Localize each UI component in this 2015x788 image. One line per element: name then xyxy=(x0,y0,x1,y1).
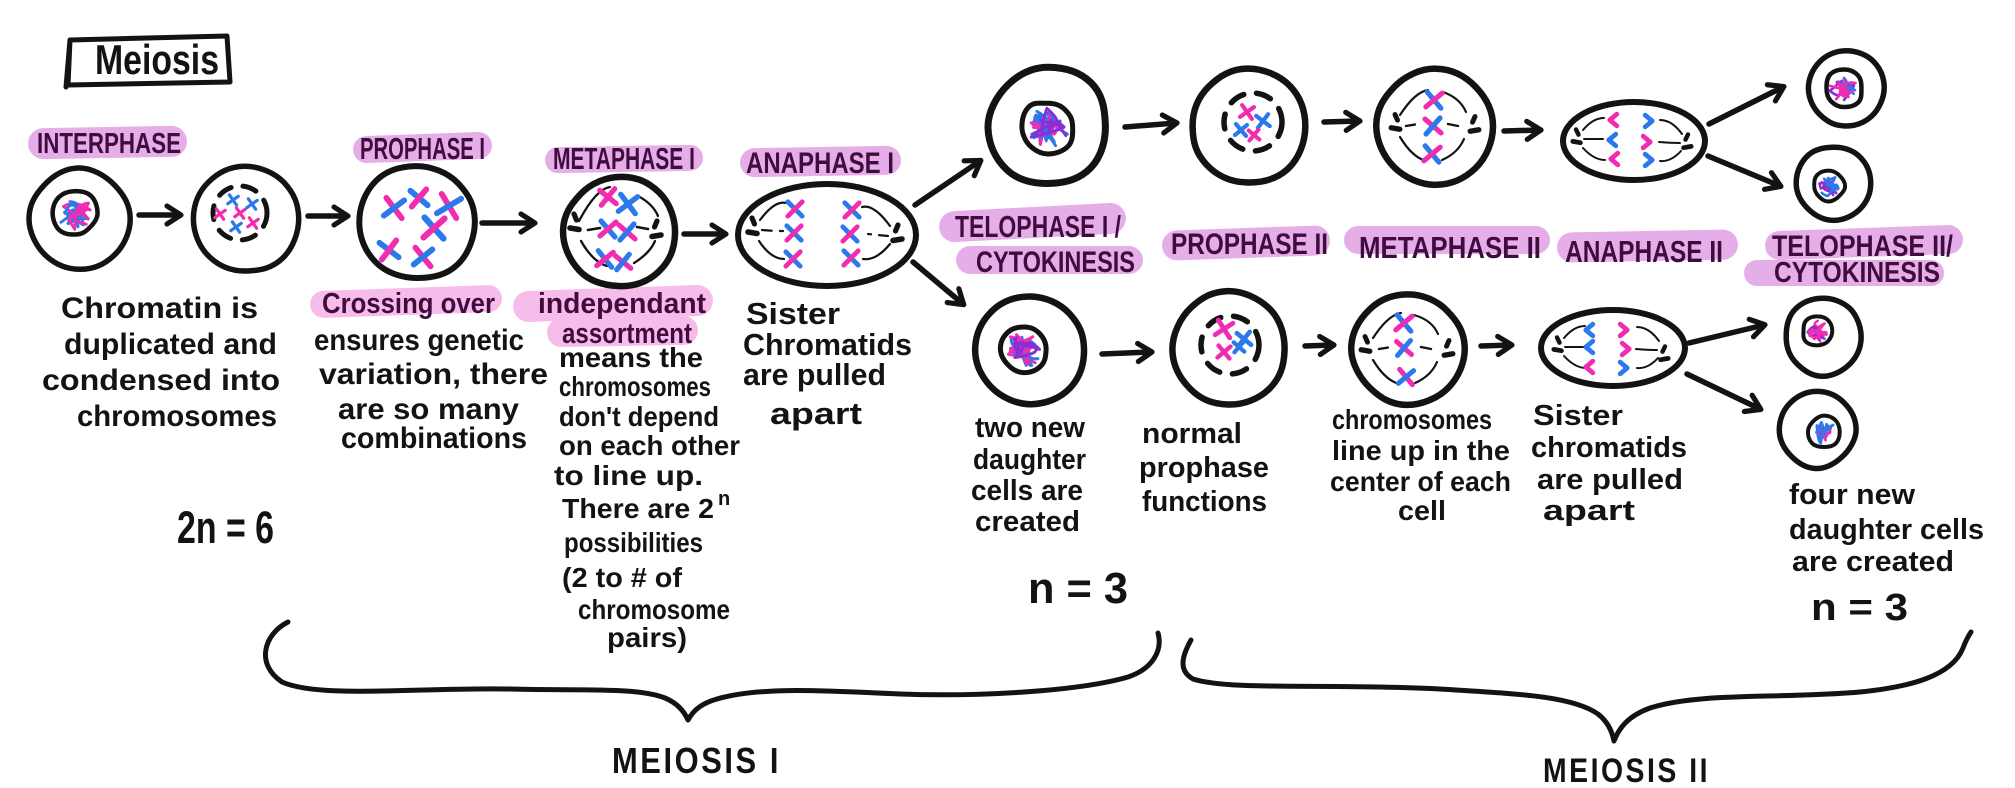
svg-text:two new: two new xyxy=(975,412,1085,444)
svg-text:line up in the: line up in the xyxy=(1332,435,1510,466)
svg-text:means the: means the xyxy=(559,342,703,373)
svg-text:functions: functions xyxy=(1142,486,1267,518)
svg-text:apart: apart xyxy=(770,396,862,431)
svg-text:are pulled: are pulled xyxy=(743,357,886,392)
svg-text:four new: four new xyxy=(1789,479,1915,511)
svg-text:cell: cell xyxy=(1398,495,1446,526)
svg-text:Meiosis: Meiosis xyxy=(95,36,219,83)
svg-text:ensures genetic: ensures genetic xyxy=(314,324,524,357)
svg-text:prophase: prophase xyxy=(1139,452,1269,484)
svg-text:Chromatin is: Chromatin is xyxy=(61,292,258,325)
svg-text:CYTOKINESIS: CYTOKINESIS xyxy=(976,246,1135,279)
svg-text:METAPHASE II: METAPHASE II xyxy=(1359,230,1541,265)
svg-text:CYTOKINESIS: CYTOKINESIS xyxy=(1774,257,1940,289)
svg-text:combinations: combinations xyxy=(341,422,527,455)
svg-text:created: created xyxy=(975,506,1080,538)
svg-text:n = 3: n = 3 xyxy=(1811,587,1908,629)
svg-text:condensed into: condensed into xyxy=(42,364,280,397)
svg-text:Sister: Sister xyxy=(746,296,840,331)
svg-text:chromosomes: chromosomes xyxy=(1332,404,1492,435)
svg-text:daughter cells: daughter cells xyxy=(1789,514,1984,546)
svg-text:are so many: are so many xyxy=(338,393,519,426)
svg-text:to line up.: to line up. xyxy=(554,460,703,491)
svg-text:n = 3: n = 3 xyxy=(1028,564,1128,613)
svg-text:2n = 6: 2n = 6 xyxy=(177,502,274,553)
svg-text:(2 to # of: (2 to # of xyxy=(562,562,683,593)
svg-text:PROPHASE II: PROPHASE II xyxy=(1171,228,1328,261)
svg-text:on each other: on each other xyxy=(559,430,740,461)
svg-text:There are 2: There are 2 xyxy=(562,493,714,524)
svg-text:TELOPHASE II/: TELOPHASE II/ xyxy=(1772,230,1954,263)
svg-text:variation, there: variation, there xyxy=(319,358,548,391)
svg-text:MEIOSIS II: MEIOSIS II xyxy=(1543,752,1710,788)
svg-text:MEIOSIS I: MEIOSIS I xyxy=(612,740,781,781)
svg-text:apart: apart xyxy=(1543,495,1635,527)
svg-text:Sister: Sister xyxy=(1533,400,1623,432)
svg-text:possibilities: possibilities xyxy=(564,527,703,558)
svg-text:cells are: cells are xyxy=(971,475,1083,507)
svg-text:pairs): pairs) xyxy=(607,622,687,653)
svg-text:duplicated and: duplicated and xyxy=(64,328,277,361)
svg-text:PROPHASE I: PROPHASE I xyxy=(360,131,485,166)
svg-text:ANAPHASE I: ANAPHASE I xyxy=(746,147,894,180)
svg-text:Crossing over: Crossing over xyxy=(322,288,495,320)
svg-text:independant: independant xyxy=(538,288,706,320)
svg-text:daughter: daughter xyxy=(973,444,1086,476)
svg-text:chromosomes: chromosomes xyxy=(77,400,277,433)
svg-text:Chromatids: Chromatids xyxy=(743,327,912,362)
svg-text:INTERPHASE: INTERPHASE xyxy=(37,128,181,160)
svg-text:are pulled: are pulled xyxy=(1537,464,1683,496)
svg-text:chromosomes: chromosomes xyxy=(559,371,711,402)
svg-text:METAPHASE I: METAPHASE I xyxy=(553,141,695,176)
svg-text:normal: normal xyxy=(1142,418,1242,450)
svg-text:chromatids: chromatids xyxy=(1531,432,1687,464)
svg-text:TELOPHASE I /: TELOPHASE I / xyxy=(955,209,1121,244)
svg-text:don't depend: don't depend xyxy=(559,401,719,432)
svg-text:chromosome: chromosome xyxy=(578,594,730,625)
svg-text:center of each: center of each xyxy=(1330,466,1511,497)
svg-text:n: n xyxy=(718,488,730,510)
svg-text:assortment: assortment xyxy=(562,318,692,350)
svg-text:are created: are created xyxy=(1792,546,1954,578)
svg-text:ANAPHASE II: ANAPHASE II xyxy=(1565,234,1723,269)
